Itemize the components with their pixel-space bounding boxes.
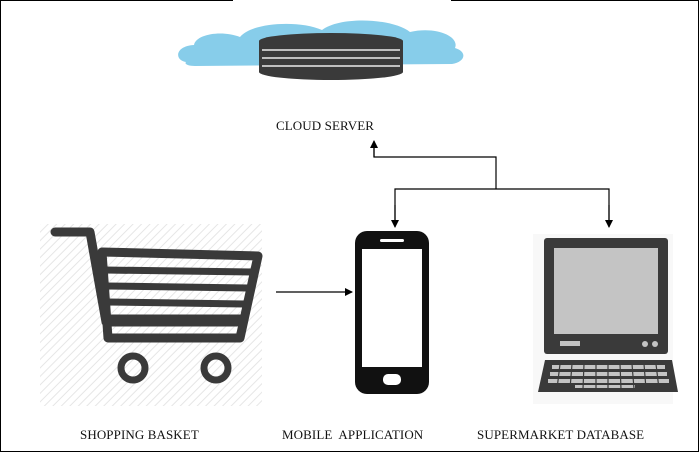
smartphone-icon [355,231,429,394]
cart-handle [50,227,242,327]
cloud-to-server-link [373,143,497,189]
cart-wheel-left [117,352,149,384]
phone-speaker [380,239,404,242]
cart-basket [97,247,263,343]
shopping-basket-label: SHOPPING BASKET [80,427,199,442]
database-disks [259,33,403,80]
connectors [276,140,613,296]
mobile-application-label: MOBILE APPLICATION [282,427,424,442]
phone-home-button [383,374,401,385]
shopping-cart-icon [40,224,263,406]
branch-line [394,188,610,222]
supermarket-database-label: SUPERMARKET DATABASE [477,427,645,442]
top-left-border [1,0,233,1]
cloud-server-label: CLOUD SERVER [276,118,375,133]
cart-wheel-right [200,352,232,384]
phone-screen [362,249,422,367]
top-right-border [451,0,699,1]
monitor-screen [554,248,658,334]
cloud-database-icon [178,20,464,80]
desktop-computer-icon [533,234,678,404]
